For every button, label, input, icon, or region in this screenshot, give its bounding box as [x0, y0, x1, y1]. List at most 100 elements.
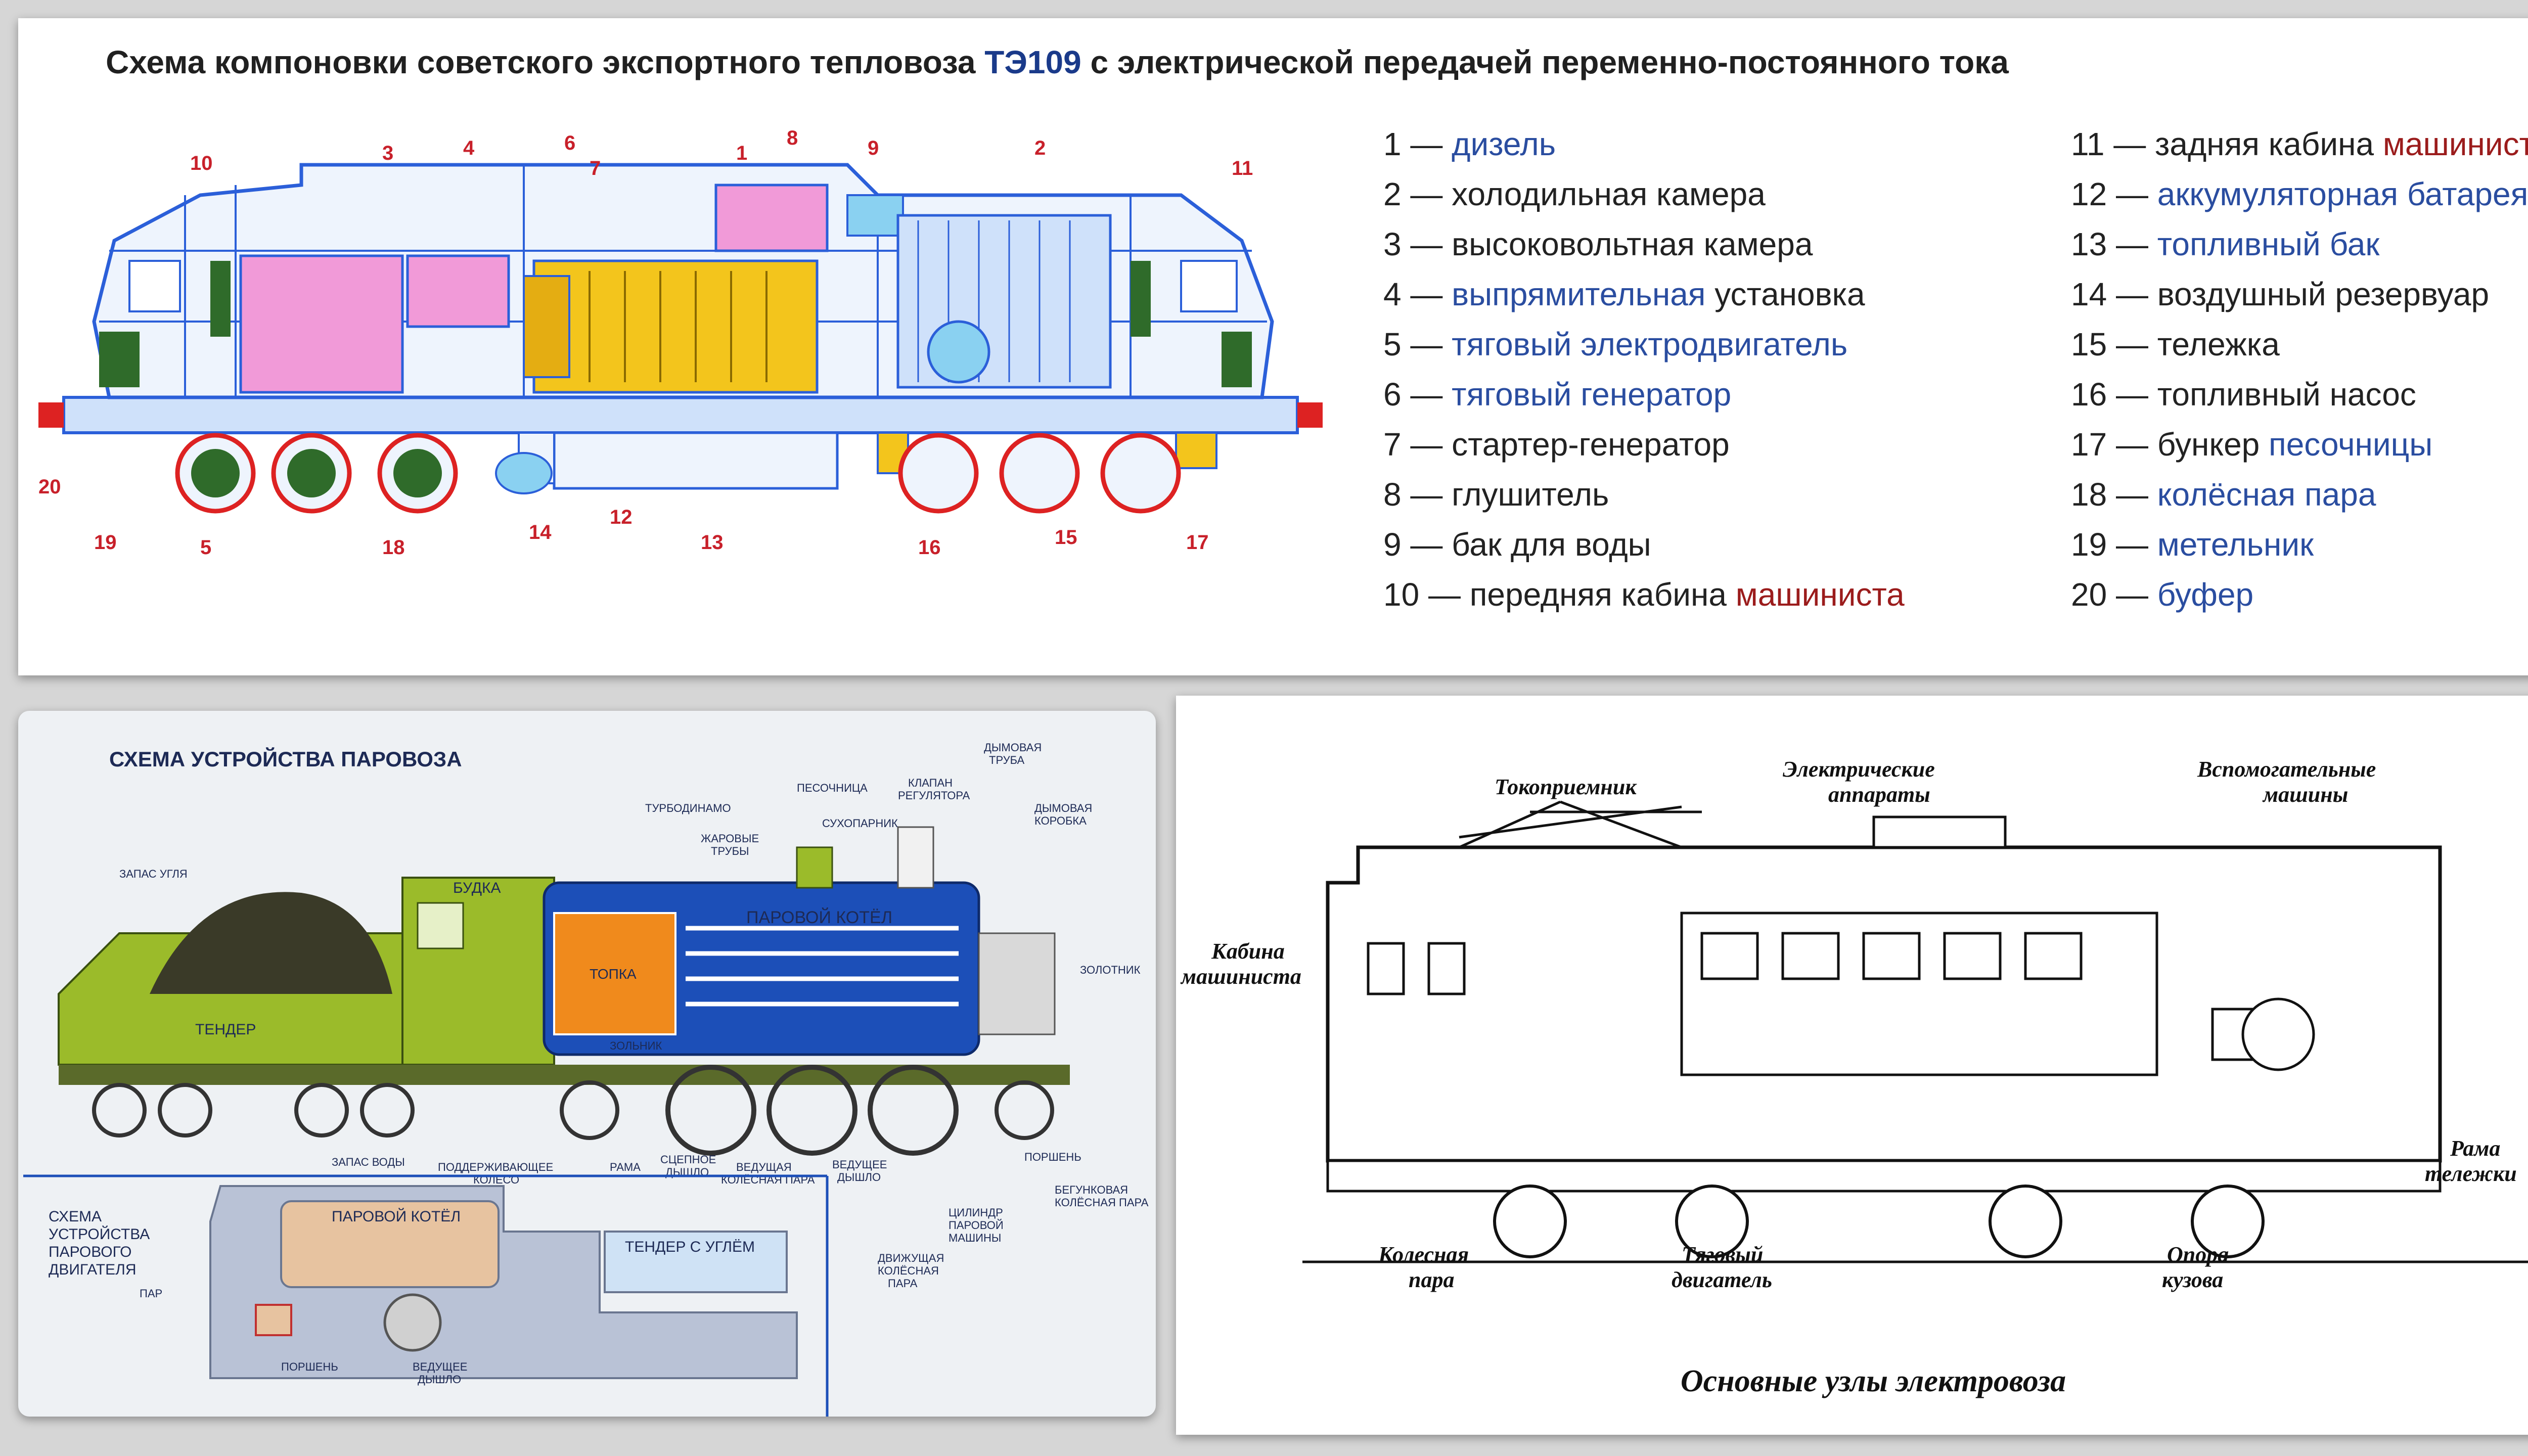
legend-text: установка	[1705, 276, 1865, 312]
legend-right-item: 19 — метельник	[2071, 520, 2528, 570]
inset-vedush-2: ДЫШЛО	[418, 1373, 461, 1386]
callout-7: 7	[590, 157, 601, 179]
legend-text: передняя кабина	[1460, 576, 1736, 613]
callout-19: 19	[94, 531, 117, 554]
firebox	[553, 912, 676, 1035]
title-text-tail: с электрической передачей переменно-пост…	[1081, 44, 2009, 80]
legend-right-item: 14 — воздушный резервуар	[2071, 269, 2528, 320]
traction-generator	[523, 275, 570, 378]
inset-tender	[604, 1231, 788, 1293]
callout-20: 20	[38, 476, 61, 498]
label-tyag: Тяговый	[1682, 1242, 1763, 1267]
legend-text: тележка	[2148, 326, 2280, 362]
steam-diagram: СХЕМА УСТРОЙСТВА ПАРОВОЗА ТЕНДЕР БУДКА Т…	[23, 741, 1149, 1417]
label-scepnoe: СЦЕПНОЕ	[660, 1153, 716, 1166]
callout-11: 11	[1232, 157, 1253, 179]
legend-link[interactable]: метельник	[2148, 526, 2314, 563]
legend-left-item: 1 — дизель	[1383, 119, 1905, 169]
wheelset	[999, 433, 1080, 514]
legend-link[interactable]: колёсная пара	[2148, 476, 2376, 513]
legend-link[interactable]: топливный бак	[2148, 226, 2380, 262]
callout-13: 13	[701, 531, 724, 554]
legend-left-item: 7 — стартер-генератор	[1383, 420, 1905, 470]
legend-number: 9 —	[1383, 526, 1443, 563]
legend-number: 8 —	[1383, 476, 1443, 513]
label-klapan-2: РЕГУЛЯТОРА	[898, 789, 970, 802]
label-zapas-vody: ЗАПАС ВОДЫ	[332, 1156, 405, 1168]
label-vedpara: ВЕДУЩАЯ	[736, 1161, 792, 1173]
inset-labels: СХЕМА УСТРОЙСТВА ПАРОВОГО ДВИГАТЕЛЯ ПАРО…	[49, 1208, 755, 1386]
label-rama: Рама	[2450, 1136, 2500, 1161]
callout-1: 1	[736, 142, 747, 164]
legend-link[interactable]: тяговый электродвигатель	[1442, 326, 1848, 362]
fan	[927, 320, 990, 384]
label-zharovye-2: ТРУБЫ	[711, 845, 749, 857]
legend-right-item: 17 — бункер песочницы	[2071, 420, 2528, 470]
sand-box-rear	[1175, 432, 1217, 469]
inset-boiler	[280, 1200, 500, 1288]
air-reservoir	[495, 452, 553, 494]
high-voltage-chamber	[239, 254, 404, 394]
legend-left-item: 3 — высоковольтная камера	[1383, 219, 1905, 269]
legend-number: 12 —	[2071, 176, 2148, 212]
legend-number: 4 —	[1383, 276, 1443, 312]
title-link-te109[interactable]: ТЭ109	[984, 44, 1081, 80]
callout-16: 16	[918, 536, 941, 559]
legend-number: 15 —	[2071, 326, 2148, 362]
roof-equipment	[1872, 815, 2007, 849]
label-dymtruba-2: ТРУБА	[989, 754, 1025, 766]
legend-number: 13 —	[2071, 226, 2148, 262]
smokebox	[978, 932, 1056, 1035]
legend-link[interactable]: дизель	[1442, 126, 1556, 162]
label-dymkorob: ДЫМОВАЯ	[1034, 802, 1092, 814]
underframe	[1326, 1159, 2442, 1193]
label-veddyshlo: ВЕДУЩЕЕ	[832, 1158, 887, 1171]
steam-title: СХЕМА УСТРОЙСТВА ПАРОВОЗА	[109, 747, 462, 771]
wheelset	[898, 433, 979, 514]
label-cilindr-2: ПАРОВОЙ	[949, 1219, 1004, 1232]
legend-link[interactable]: выпрямительная	[1442, 276, 1706, 312]
legend-right-item: 11 — задняя кабина машиниста	[2071, 119, 2528, 169]
callout-15: 15	[1055, 526, 1077, 549]
label-dvizh-2: КОЛЁСНАЯ	[878, 1264, 939, 1277]
legend-number: 10 —	[1383, 576, 1461, 613]
callout-6: 6	[564, 132, 575, 154]
label-opora-2: кузова	[2162, 1267, 2223, 1292]
legend-text: бункер	[2148, 426, 2269, 463]
legend-link[interactable]: тяговый генератор	[1442, 376, 1732, 413]
inset-title-3: ПАРОВОГО	[49, 1244, 132, 1260]
legend-left-item: 9 — бак для воды	[1383, 520, 1905, 570]
legend-text: бак для воды	[1442, 526, 1651, 563]
rear-cabin-panel	[1222, 332, 1252, 387]
te109-layout-panel: Схема компоновки советского экспортного …	[18, 18, 2528, 675]
rectifier-unit	[406, 254, 510, 328]
label-zolnik: ЗОЛЬНИК	[610, 1039, 662, 1052]
front-cabin-panel	[99, 332, 140, 387]
inset-porshen: ПОРШЕНЬ	[281, 1360, 338, 1373]
inset-tender-label: ТЕНДЕР С УГЛЁМ	[625, 1239, 755, 1255]
chimney	[897, 826, 934, 889]
legend-link[interactable]: машиниста	[1735, 576, 1905, 613]
legend-right-item: 12 — аккумуляторная батарея	[2071, 169, 2528, 219]
label-tyag-2: двигатель	[1672, 1267, 1772, 1292]
legend-link[interactable]: песочницы	[2269, 426, 2433, 463]
rear-bogie	[898, 433, 1181, 514]
label-topka: ТОПКА	[590, 966, 637, 982]
label-pesochnica: ПЕСОЧНИЦА	[797, 782, 868, 794]
rear-buffer	[1297, 402, 1323, 428]
callout-3: 3	[382, 142, 393, 164]
pantograph	[1458, 800, 1702, 849]
legend-link[interactable]: буфер	[2148, 576, 2254, 613]
legend-text: топливный насос	[2148, 376, 2416, 413]
wheelset	[1100, 433, 1181, 514]
legend-text: задняя кабина	[2146, 126, 2383, 162]
fuel-tank	[553, 431, 839, 490]
label-rama-2: тележки	[2425, 1161, 2517, 1186]
label-tokopriemnik: Токоприемник	[1495, 775, 1637, 799]
legend-link[interactable]: аккумуляторная батарея	[2148, 176, 2528, 212]
wheels	[1493, 1185, 2265, 1258]
label-opora: Опора	[2167, 1242, 2229, 1267]
label-tender: ТЕНДЕР	[195, 1021, 256, 1038]
legend-link[interactable]: машиниста	[2382, 126, 2528, 162]
